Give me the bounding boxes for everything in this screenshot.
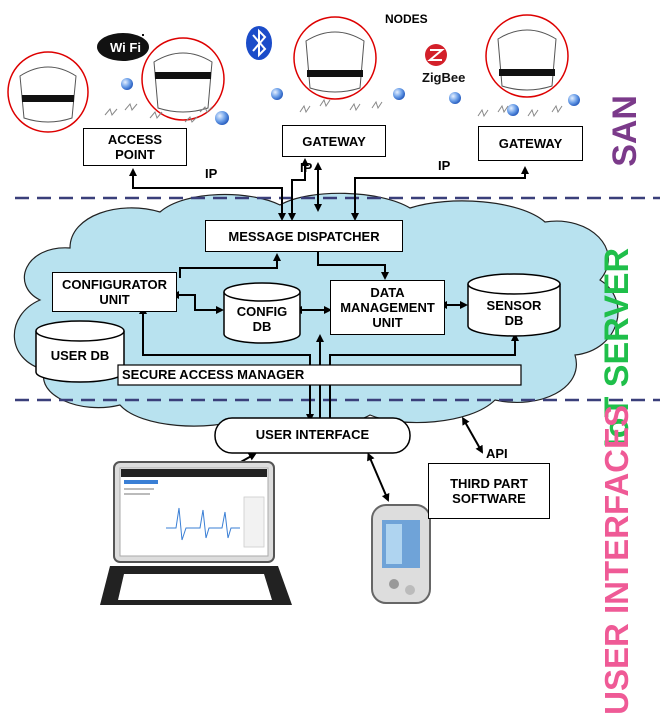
access-point-line-1: ACCESS <box>107 132 163 147</box>
diagram-canvas: Wi Fi ZigBee <box>7 14 660 605</box>
user-db-cylinder <box>35 320 125 383</box>
zigbee-label: ZigBee <box>422 70 465 85</box>
sensor-db-cylinder <box>467 273 561 337</box>
server-connectors <box>139 252 519 426</box>
config-db-line-1: CONFIG <box>236 304 288 319</box>
message-dispatcher-box: MESSAGE DISPATCHER <box>205 220 403 252</box>
message-dispatcher-label: MESSAGE DISPATCHER <box>228 228 380 244</box>
user-interface-box <box>214 417 411 454</box>
sensor-db-line-2: DB <box>504 313 524 328</box>
user-interface-label: USER INTERFACE <box>255 427 370 442</box>
user-db-label: USER DB <box>50 348 110 363</box>
dmu-line-1: DATA <box>370 285 405 300</box>
section-label-user-interfaces: USER INTERFACES <box>598 405 635 715</box>
patient-node <box>7 51 89 133</box>
sensor-ball-group <box>121 78 580 125</box>
access-point-line-2: POINT <box>115 147 155 162</box>
gateway-1-label: GATEWAY <box>302 133 366 149</box>
ip-label-2: IP <box>300 160 313 175</box>
api-label: API <box>486 446 508 461</box>
dmu-line-2: MANAGEMENT <box>340 300 435 315</box>
sensor-db-line-1: SENSOR <box>486 298 542 313</box>
configurator-unit-box: CONFIGURATOR UNIT <box>52 272 177 312</box>
gateway-box-1: GATEWAY <box>282 125 386 157</box>
laptop-icon <box>100 461 292 605</box>
patient-node <box>141 37 225 121</box>
ip-label-1: IP <box>205 166 218 181</box>
config-db-line-2: DB <box>252 319 272 334</box>
ip-label-3: IP <box>438 158 451 173</box>
zigbee-icon <box>425 44 447 66</box>
section-label-san: SAN <box>606 95 644 167</box>
data-management-unit-box: DATA MANAGEMENT UNIT <box>330 280 445 335</box>
third-party-line-2: SOFTWARE <box>452 491 526 506</box>
wifi-label: Wi Fi <box>110 40 141 55</box>
dmu-line-3: UNIT <box>372 315 403 330</box>
patient-node <box>293 16 377 100</box>
configurator-line-2: UNIT <box>99 292 130 307</box>
sensor-db-label: SENSOR DB <box>468 298 560 328</box>
patient-node <box>485 14 569 98</box>
wifi-logo-icon <box>97 33 149 61</box>
gateway-box-2: GATEWAY <box>478 126 583 161</box>
access-point-box: ACCESS POINT <box>83 128 187 166</box>
ip-connectors <box>129 158 529 221</box>
secure-access-bar <box>117 364 522 386</box>
bluetooth-icon <box>246 26 272 60</box>
gateway-2-label: GATEWAY <box>498 136 563 151</box>
third-party-software-box: THIRD PART SOFTWARE <box>428 463 550 519</box>
third-party-line-1: THIRD PART <box>450 476 528 491</box>
configurator-line-1: CONFIGURATOR <box>62 277 167 292</box>
config-db-cylinder <box>223 282 301 344</box>
nodes-label: NODES <box>385 12 428 26</box>
config-db-label: CONFIG DB <box>224 304 300 334</box>
wireless-signals <box>104 98 563 123</box>
smartphone-icon <box>371 504 431 604</box>
secure-access-manager-label: SECURE ACCESS MANAGER <box>122 367 305 382</box>
